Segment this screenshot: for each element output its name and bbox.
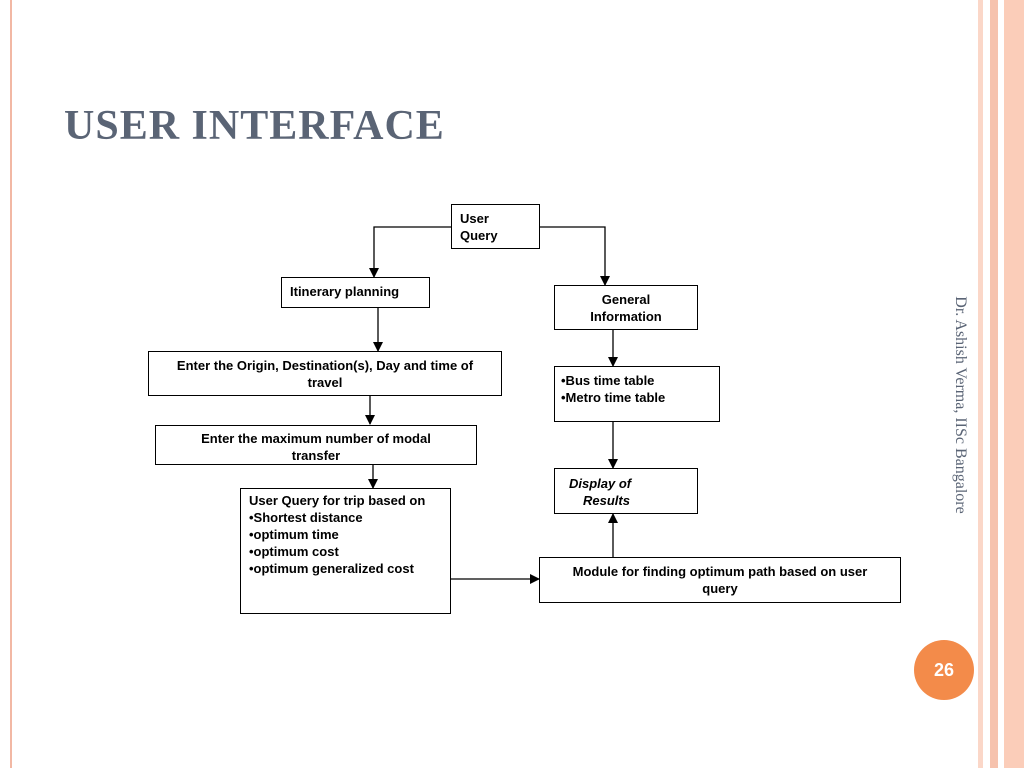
display-results-line-2: Results [583, 493, 630, 508]
right-decorative-stripe [978, 0, 983, 768]
enter-origin-line-1: Enter the Origin, Destination(s), Day an… [176, 358, 474, 373]
timetables-box: •Bus time table •Metro time table [554, 366, 720, 422]
slide-title: USER INTERFACE [64, 103, 445, 149]
max-transfer-box: Enter the maximum number of modal transf… [155, 425, 477, 465]
trip-query-optimum-generalized-cost: •optimum generalized cost [249, 561, 414, 576]
general-information-line-2: Information [590, 309, 662, 324]
enter-origin-line-2: travel [307, 375, 343, 390]
itinerary-planning-box: Itinerary planning [281, 277, 430, 308]
trip-query-shortest-distance: •Shortest distance [249, 510, 363, 525]
trip-query-optimum-time: •optimum time [249, 527, 339, 542]
metro-time-table-item: •Metro time table [561, 390, 666, 405]
optimum-path-module-line-1: Module for finding optimum path based on… [572, 564, 868, 579]
right-decorative-stripe [990, 0, 998, 768]
trip-query-box: User Query for trip based on •Shortest d… [240, 488, 451, 614]
left-border-line [10, 0, 12, 768]
max-transfer-line-2: transfer [291, 448, 341, 463]
optimum-path-module-box: Module for finding optimum path based on… [539, 557, 901, 603]
right-decorative-stripe-gap [998, 0, 1004, 768]
itinerary-planning-label: Itinerary planning [290, 284, 400, 299]
bus-time-table-item: •Bus time table [561, 373, 655, 388]
connector-query-to-general-info [539, 226, 610, 286]
display-results-box: Display of Results [554, 468, 698, 514]
optimum-path-module-line-2: query [702, 581, 738, 596]
general-information-box: General Information [554, 285, 698, 330]
right-decorative-stripe [1004, 0, 1024, 768]
display-results-line-1: Display of [569, 476, 632, 491]
user-query-line-2: Query [460, 228, 498, 243]
general-information-line-1: General [601, 292, 651, 307]
right-decorative-stripe-gap [983, 0, 990, 768]
user-query-line-1: User [460, 211, 489, 226]
max-transfer-line-1: Enter the maximum number of modal [201, 431, 431, 446]
enter-origin-box: Enter the Origin, Destination(s), Day an… [148, 351, 502, 396]
connector-query-to-itinerary [369, 226, 455, 278]
trip-query-heading: User Query for trip based on [249, 493, 426, 508]
page-number-badge: 26 [914, 640, 974, 700]
user-query-box: User Query [451, 204, 540, 249]
trip-query-optimum-cost: •optimum cost [249, 544, 339, 559]
